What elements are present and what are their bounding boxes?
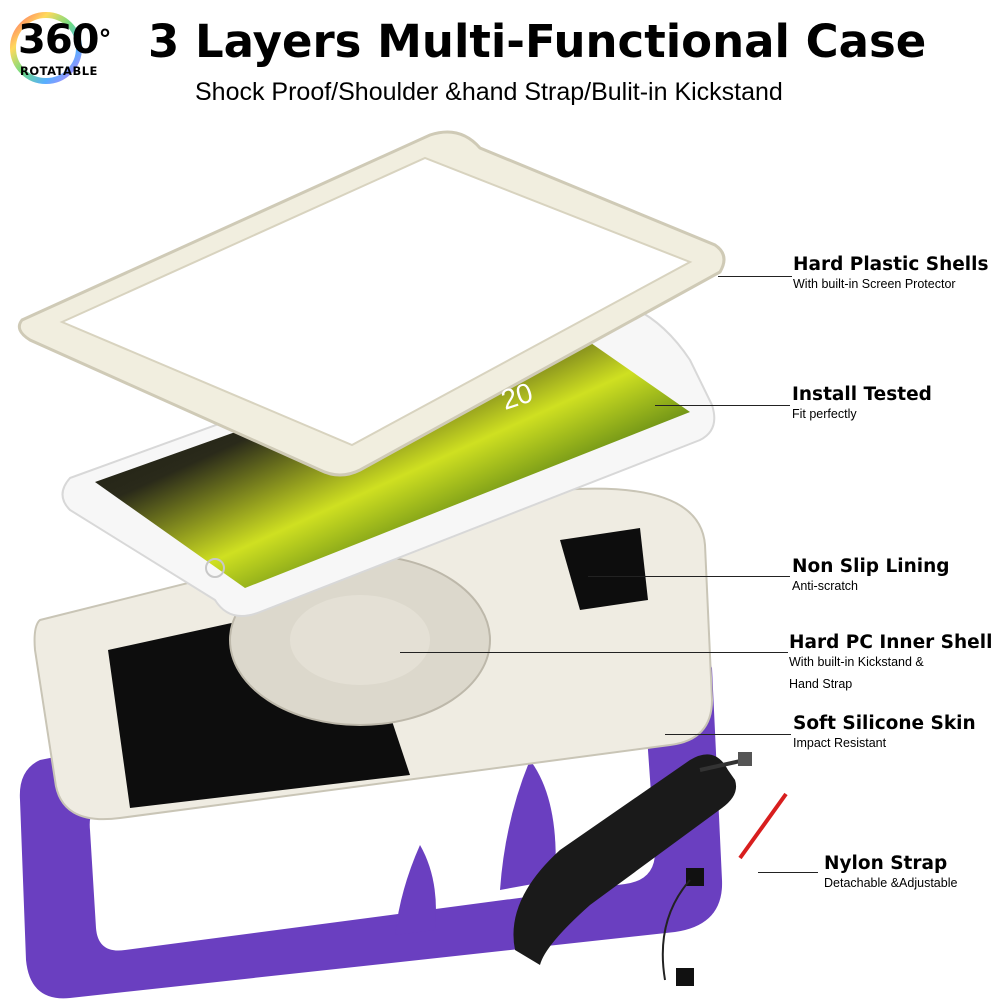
nylon-strap	[513, 752, 752, 965]
leader-soft-silicone-skin	[665, 734, 791, 735]
label-title: Nylon Strap	[824, 853, 948, 874]
label-title: Hard PC Inner Shell	[789, 632, 993, 653]
page-subtitle: Shock Proof/Shoulder &hand Strap/Bulit-i…	[195, 78, 783, 106]
leader-hard-pc-inner-shell	[400, 652, 788, 653]
rainbow-ring-icon	[10, 12, 82, 84]
leader-install-tested	[655, 405, 790, 406]
page-title: 3 Layers Multi-Functional Case	[148, 15, 927, 68]
stylus-pin	[738, 792, 788, 860]
hand-strap-loops	[661, 868, 704, 986]
label-desc: Impact Resistant	[793, 736, 887, 750]
hard-plastic-shell	[17, 130, 726, 477]
label-title: Soft Silicone Skin	[793, 713, 976, 734]
label-title: Hard Plastic Shells	[793, 254, 989, 275]
label-desc: Fit perfectly	[792, 407, 857, 421]
leader-hard-plastic-shells	[718, 276, 792, 277]
badge-subtitle: ROTATABLE	[20, 64, 98, 78]
leader-non-slip-lining	[588, 576, 790, 577]
label-title: Non Slip Lining	[792, 556, 950, 577]
leader-nylon-strap	[758, 872, 818, 873]
degree-symbol: °	[98, 25, 112, 55]
label-desc: With built-in Kickstand &	[789, 655, 924, 669]
label-install-tested: Install Tested Fit perfectly	[792, 384, 932, 422]
home-button-icon	[205, 558, 225, 578]
label-nylon-strap: Nylon Strap Detachable &Adjustable	[824, 853, 957, 891]
label-soft-silicone-skin: Soft Silicone Skin Impact Resistant	[793, 713, 976, 751]
label-desc: With built-in Screen Protector	[793, 277, 956, 291]
label-desc: Anti-scratch	[792, 579, 858, 593]
exploded-case-illustration: 9 Sunday 20	[17, 130, 788, 999]
label-hard-pc-inner-shell: Hard PC Inner Shell With built-in Kickst…	[789, 632, 992, 692]
label-desc-line2: Hand Strap	[789, 677, 853, 691]
label-desc: Detachable &Adjustable	[824, 876, 958, 890]
label-hard-plastic-shells: Hard Plastic Shells With built-in Screen…	[793, 254, 989, 292]
label-title: Install Tested	[792, 384, 932, 405]
rotatable-badge: 360° ROTATABLE	[6, 6, 130, 90]
badge-number: 360	[18, 17, 99, 63]
label-non-slip-lining: Non Slip Lining Anti-scratch	[792, 556, 950, 594]
